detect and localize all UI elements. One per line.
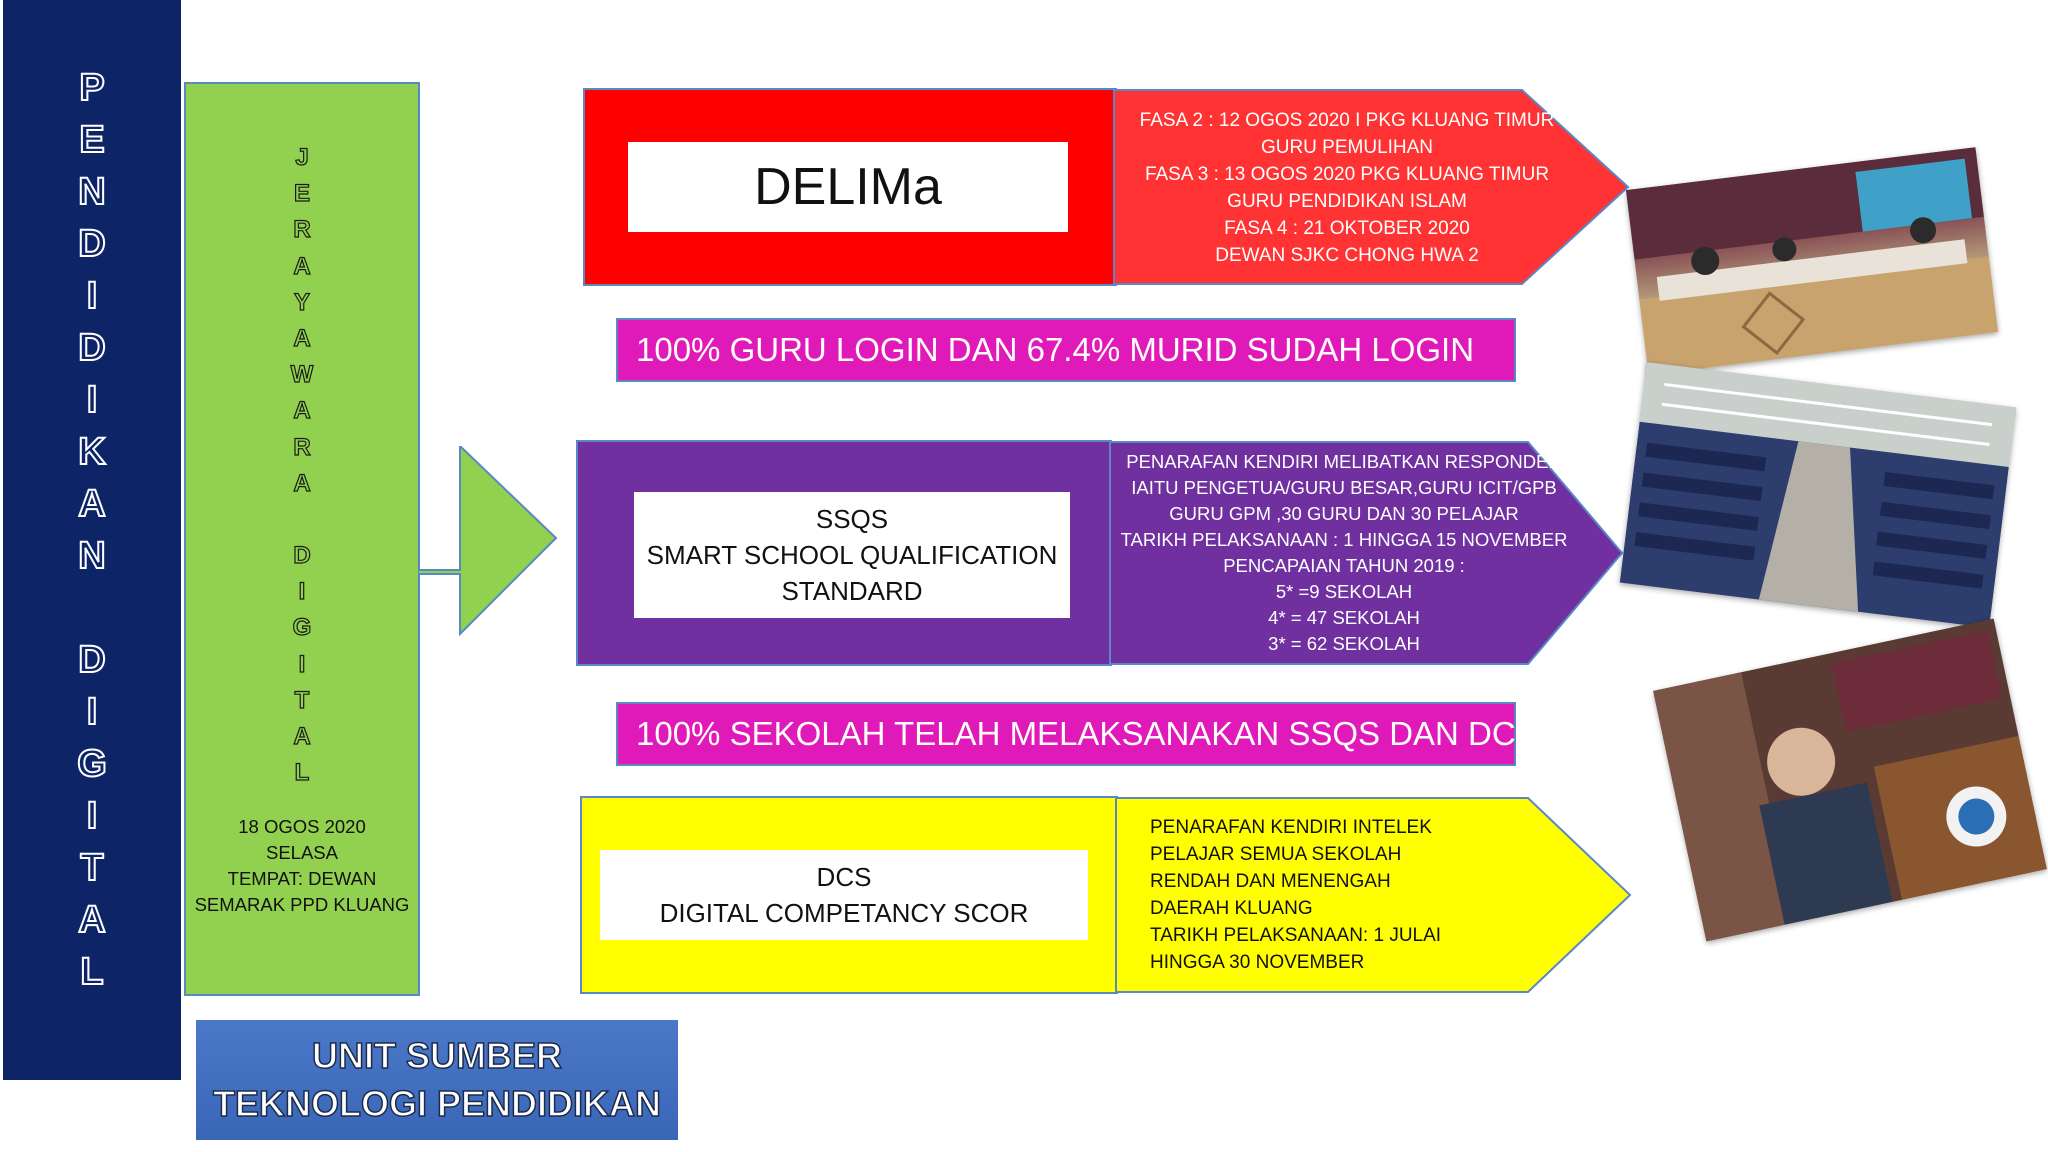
title-letter: A xyxy=(77,898,106,942)
event-letter: I xyxy=(298,578,306,606)
detail-line: DEWAN SJKC CHONG HWA 2 xyxy=(1215,245,1479,266)
detail-line: HINGGA 30 NOVEMBER xyxy=(1150,952,1365,973)
unit-label-line: TEKNOLOGI PENDIDIKAN xyxy=(212,1082,662,1125)
title-letter: D xyxy=(77,638,106,682)
detail-line: FASA 4 : 21 OKTOBER 2020 xyxy=(1224,218,1470,239)
detail-line: PENCAPAIAN TAHUN 2019 : xyxy=(1223,555,1465,576)
ssqs-title-line: SMART SCHOOL QUALIFICATION xyxy=(646,540,1058,570)
title-letter: P xyxy=(78,66,105,110)
title-letter: K xyxy=(77,430,106,474)
event-photo-stage xyxy=(1625,147,1999,375)
ssqs-title-box: SSQS SMART SCHOOL QUALIFICATION STANDARD xyxy=(634,492,1070,618)
event-column xyxy=(184,82,420,996)
title-letter: N xyxy=(77,170,106,214)
event-venue-label: TEMPAT: DEWAN xyxy=(227,868,377,889)
ssqs-arrow xyxy=(1109,441,1624,665)
event-letter: G xyxy=(292,614,312,642)
detail-line: TARIKH PELAKSANAAN: 1 JULAI xyxy=(1150,925,1442,946)
event-letter: A xyxy=(293,397,312,425)
photo-audience-icon xyxy=(1619,362,2017,628)
flow-arrow-icon xyxy=(418,446,558,636)
delima-title: DELIMa xyxy=(754,158,942,216)
detail-line: IAITU PENGETUA/GURU BESAR,GURU ICIT/GPB xyxy=(1131,477,1557,498)
event-letter: A xyxy=(293,324,312,352)
event-date: 18 OGOS 2020 xyxy=(238,816,366,837)
delima-result-banner: 100% GURU LOGIN DAN 67.4% MURID SUDAH LO… xyxy=(616,318,1516,382)
event-letter: J xyxy=(295,143,310,171)
detail-line: 3* = 62 SEKOLAH xyxy=(1268,633,1420,654)
event-letter: A xyxy=(293,469,312,497)
banner-text: 100% SEKOLAH TELAH MELAKSANAKAN SSQS DAN… xyxy=(636,715,1538,752)
event-letter: R xyxy=(293,216,312,244)
photo-stage-icon xyxy=(1625,147,1999,375)
dcs-title-line: DCS xyxy=(816,862,872,892)
photo-speaker-icon xyxy=(1653,618,2047,942)
left-title-bar xyxy=(3,0,181,1080)
event-day: SELASA xyxy=(266,842,338,863)
dcs-arrow xyxy=(1115,797,1632,993)
event-letter: R xyxy=(293,433,312,461)
detail-line: GURU PENDIDIKAN ISLAM xyxy=(1227,191,1467,212)
detail-line: GURU GPM ,30 GURU DAN 30 PELAJAR xyxy=(1169,503,1519,524)
detail-line: TARIKH PELAKSANAAN : 1 HINGGA 15 NOVEMBE… xyxy=(1120,529,1568,550)
event-letter: L xyxy=(294,759,310,787)
detail-line: RENDAH DAN MENENGAH xyxy=(1150,871,1391,892)
title-letter: L xyxy=(79,950,104,994)
detail-line: PENARAFAN KENDIRI INTELEK xyxy=(1150,817,1432,838)
left-vertical-title: P E N D I D I K A N D I G I T A L xyxy=(3,62,181,998)
detail-line: DAERAH KLUANG xyxy=(1150,898,1313,919)
delima-details: FASA 2 : 12 OGOS 2020 I PKG KLUANG TIMUR… xyxy=(1110,104,1584,272)
title-letter: D xyxy=(77,326,106,370)
ssqs-result-banner: 100% SEKOLAH TELAH MELAKSANAKAN SSQS DAN… xyxy=(616,702,1538,766)
event-letter: T xyxy=(294,686,310,714)
title-letter: E xyxy=(78,118,105,162)
event-info: 18 OGOS 2020 SELASA TEMPAT: DEWAN SEMARA… xyxy=(184,814,420,918)
dcs-details: PENARAFAN KENDIRI INTELEK PELAJAR SEMUA … xyxy=(1150,810,1570,980)
ssqs-title-line: SSQS xyxy=(815,504,889,534)
delima-title-box: DELIMa xyxy=(628,142,1068,232)
event-vertical-title: J E R A Y A W A R A D I G I T A L xyxy=(184,140,420,791)
title-letter: T xyxy=(79,846,104,890)
event-letter: A xyxy=(293,722,312,750)
title-letter: D xyxy=(77,222,106,266)
event-letter: A xyxy=(293,252,312,280)
event-letter: D xyxy=(293,541,312,570)
detail-line: GURU PEMULIHAN xyxy=(1260,137,1434,158)
event-venue: SEMARAK PPD KLUANG xyxy=(194,894,410,915)
title-letter: I xyxy=(86,690,98,734)
event-letter: Y xyxy=(293,288,310,316)
title-letter: G xyxy=(76,742,108,786)
event-letter: I xyxy=(298,650,306,678)
event-letter: E xyxy=(293,180,310,208)
detail-line: FASA 3 : 13 OGOS 2020 PKG KLUANG TIMUR xyxy=(1144,164,1550,185)
unit-label-line: UNIT SUMBER xyxy=(311,1034,563,1077)
detail-line: PELAJAR SEMUA SEKOLAH xyxy=(1150,844,1402,865)
event-letter: W xyxy=(290,361,314,389)
delima-arrow xyxy=(1113,89,1630,285)
banner-text: 100% GURU LOGIN DAN 67.4% MURID SUDAH LO… xyxy=(636,331,1475,368)
event-photo-audience xyxy=(1619,362,2017,628)
title-letter: N xyxy=(77,534,106,578)
ssqs-details: PENARAFAN KENDIRI MELIBATKAN RESPONDEN I… xyxy=(1104,448,1584,658)
ssqs-title-line: STANDARD xyxy=(781,576,923,606)
detail-line: 4* = 47 SEKOLAH xyxy=(1268,607,1420,628)
dcs-title-line: DIGITAL COMPETANCY SCOR xyxy=(659,898,1029,928)
title-letter: I xyxy=(86,794,98,838)
event-photo-speaker xyxy=(1653,618,2047,942)
title-letter: I xyxy=(86,378,98,422)
detail-line: 5* =9 SEKOLAH xyxy=(1275,581,1413,602)
detail-line: PENARAFAN KENDIRI MELIBATKAN RESPONDEN xyxy=(1126,451,1562,472)
dcs-title-box: DCS DIGITAL COMPETANCY SCOR xyxy=(600,850,1088,940)
detail-line: FASA 2 : 12 OGOS 2020 I PKG KLUANG TIMUR xyxy=(1139,110,1555,131)
unit-label: UNIT SUMBER TEKNOLOGI PENDIDIKAN xyxy=(196,1020,678,1140)
title-letter: A xyxy=(77,482,106,526)
title-letter: I xyxy=(86,274,98,318)
